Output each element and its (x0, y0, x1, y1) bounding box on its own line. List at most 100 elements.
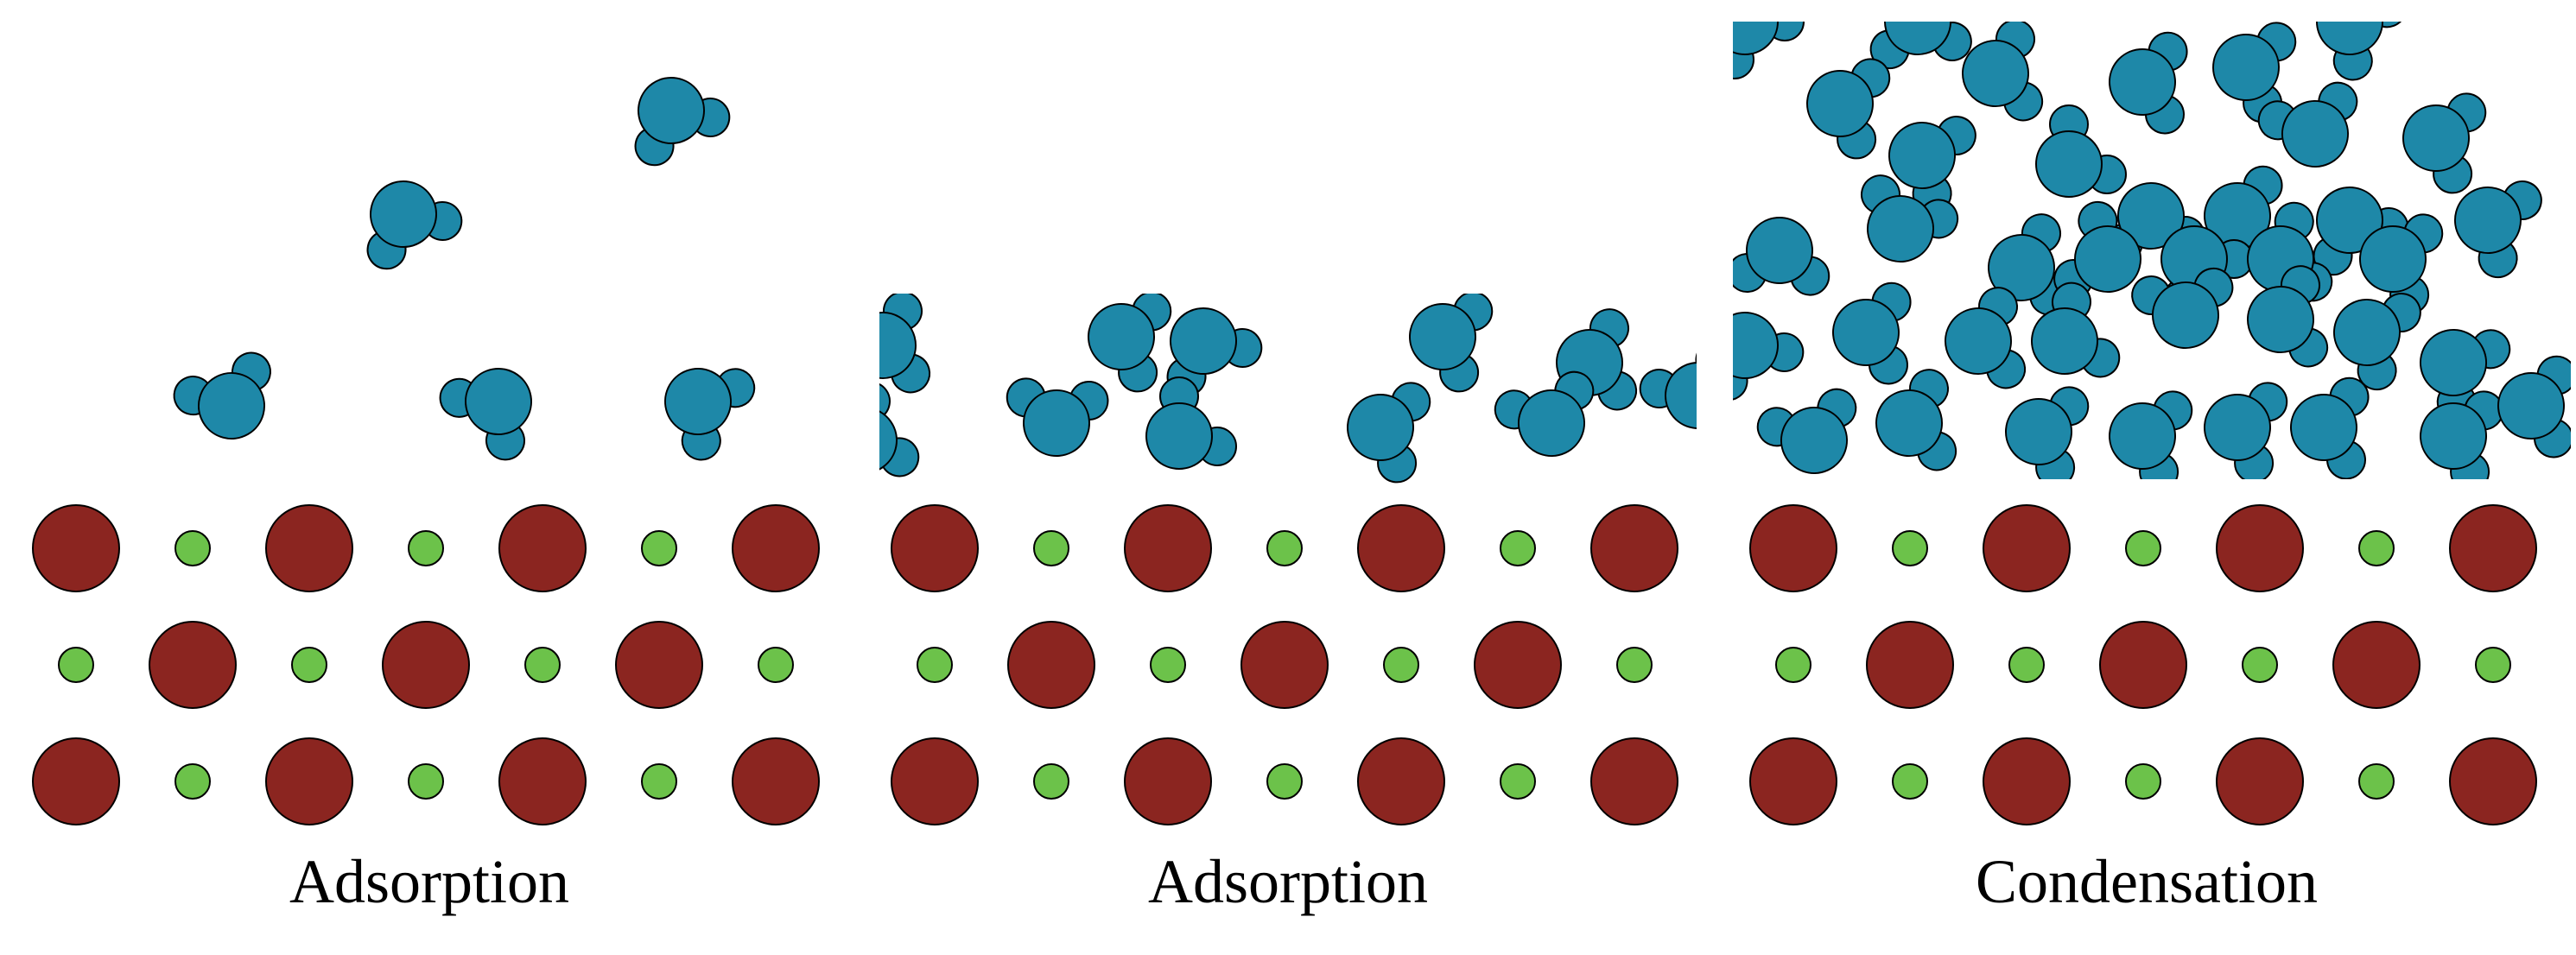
water-molecule (1756, 388, 1857, 474)
cation (891, 504, 979, 592)
cation (732, 504, 820, 592)
water-molecule (2204, 382, 2288, 479)
anion (174, 763, 211, 800)
water-molecule (1888, 116, 1976, 214)
cation (2216, 737, 2304, 825)
water-layer-2 (879, 294, 1697, 484)
cation (382, 621, 470, 709)
water-molecule (2053, 200, 2141, 299)
cation (1983, 504, 2071, 592)
water-molecule (2109, 31, 2188, 135)
panel-3-caption: Condensation (1976, 847, 2318, 916)
water-molecule (2333, 293, 2421, 391)
anion (1033, 530, 1069, 566)
water-molecule (1945, 287, 2027, 389)
cation (265, 504, 353, 592)
water-molecule (2109, 390, 2193, 479)
cation (1357, 737, 1445, 825)
water-molecule (1875, 369, 1957, 471)
anion (2125, 530, 2161, 566)
cation (498, 504, 587, 592)
ion-lattice (1749, 504, 2537, 825)
anion (1033, 763, 1069, 800)
anion (1616, 647, 1653, 683)
cation (2099, 621, 2187, 709)
cation (1240, 621, 1329, 709)
anion (174, 530, 211, 566)
anion (1266, 530, 1303, 566)
water-molecule (2257, 81, 2358, 168)
cation (1590, 504, 1678, 592)
water-molecule (1962, 22, 2044, 122)
water-molecule (2454, 180, 2542, 279)
cation (732, 737, 820, 825)
anion (1500, 763, 1536, 800)
anion (1892, 530, 1928, 566)
water-molecule (1494, 370, 1595, 457)
anion (524, 647, 561, 683)
cation (1474, 621, 1562, 709)
water-molecule (664, 368, 756, 461)
cation (1983, 737, 2071, 825)
anion (917, 647, 953, 683)
cation (2216, 504, 2304, 592)
anion (2475, 647, 2511, 683)
water-molecule (2316, 22, 2408, 81)
water-molecule (1733, 312, 1805, 402)
cation (1357, 504, 1445, 592)
water-molecule (2005, 386, 2090, 479)
cation (1590, 737, 1678, 825)
water-molecule (1869, 22, 1972, 70)
cation (32, 737, 120, 825)
water-molecule (1556, 308, 1638, 411)
water-molecule (1088, 294, 1172, 393)
panel-1-caption: Adsorption (289, 847, 569, 916)
cation (1007, 621, 1095, 709)
cation (149, 621, 237, 709)
anion (2008, 647, 2045, 683)
anion (291, 647, 327, 683)
anion (641, 763, 677, 800)
cation (2449, 504, 2537, 592)
cation (498, 737, 587, 825)
water-molecule (2313, 187, 2409, 276)
anion (641, 530, 677, 566)
anion (1150, 647, 1186, 683)
water-molecule (1733, 22, 1805, 79)
water-molecule (1347, 382, 1431, 484)
water-molecule (2212, 22, 2297, 123)
water-molecule (634, 77, 731, 167)
ion-lattice (891, 504, 1678, 825)
anion (2125, 763, 2161, 800)
anion (408, 530, 444, 566)
water-molecule (2035, 104, 2127, 198)
cation (1749, 504, 1837, 592)
cation (1866, 621, 1954, 709)
water-molecule (1861, 174, 1959, 262)
water-molecule (439, 368, 532, 461)
cation (1124, 737, 1212, 825)
cation (1749, 737, 1837, 825)
water-molecule (2497, 355, 2571, 459)
water-molecule (173, 351, 271, 440)
water-molecule (2247, 265, 2329, 368)
water-layer-3 (1733, 22, 2571, 479)
cation (2332, 621, 2421, 709)
water-molecule (1639, 339, 1697, 429)
anion (1775, 647, 1811, 683)
cation (1124, 504, 1212, 592)
panel-2 (891, 504, 1678, 825)
water-molecule (2131, 267, 2234, 349)
anion (2358, 763, 2395, 800)
anion (758, 647, 794, 683)
water-molecule (879, 381, 920, 478)
water-molecule (1145, 376, 1237, 470)
cation (615, 621, 703, 709)
water-molecule (366, 180, 463, 270)
cation (2449, 737, 2537, 825)
water-molecule (2402, 92, 2487, 194)
water-molecule (2290, 376, 2370, 479)
cation (32, 504, 120, 592)
panel-1 (32, 504, 820, 825)
